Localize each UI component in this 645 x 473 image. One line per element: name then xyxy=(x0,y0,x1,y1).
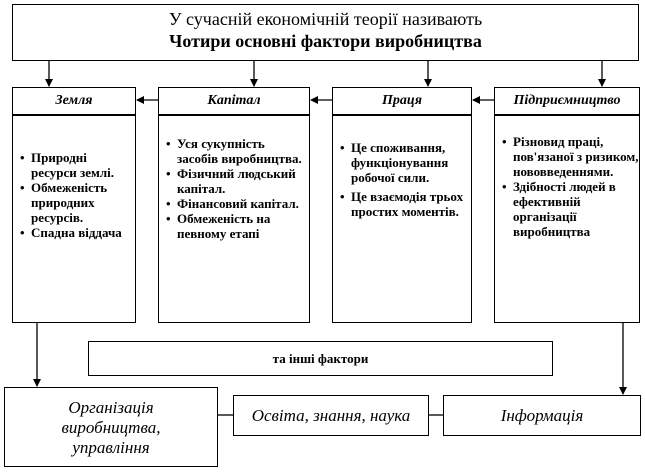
factor-capital-bullets: Уся сукупність засобів виробництва. Фізи… xyxy=(159,136,309,241)
factor-land-heading: Земля xyxy=(12,87,136,115)
entrepreneurship-bullet: Різновид праці, пов'язаної з ризиком, но… xyxy=(499,134,639,179)
factor-land-body: Природні ресурси землі. Обмеженість прир… xyxy=(12,115,136,323)
land-bullet: Спадна віддача xyxy=(17,225,135,240)
factor-entrepreneurship-heading: Підприємництво xyxy=(494,87,640,115)
capital-bullet: Обмеженість на певному етапі xyxy=(163,211,309,241)
factor-land-bullets: Природні ресурси землі. Обмеженість прир… xyxy=(13,150,135,240)
factor-capital-body: Уся сукупність засобів виробництва. Фізи… xyxy=(158,115,310,323)
factor-capital-heading: Капітал xyxy=(158,87,310,115)
title-line-1: У сучасній економічній теорії називають xyxy=(168,9,483,29)
title-line-2: Чотири основні фактори виробництва xyxy=(169,31,482,51)
title-box: У сучасній економічній теорії називають … xyxy=(12,4,639,61)
factor-labor-bullets: Це споживання, функціонування робочої си… xyxy=(333,140,471,219)
factor-labor-heading: Праця xyxy=(332,87,472,115)
education-box: Освіта, знання, наука xyxy=(233,395,429,436)
organization-line-2: виробництва, xyxy=(61,418,161,437)
organization-box: Організація виробництва, управління xyxy=(4,387,218,467)
other-factors-box: та інші фактори xyxy=(88,341,553,376)
organization-line-1: Організація xyxy=(68,398,154,417)
land-bullet: Природні ресурси землі. xyxy=(17,150,135,180)
capital-bullet: Уся сукупність засобів виробництва. xyxy=(163,136,309,166)
factor-labor-body: Це споживання, функціонування робочої си… xyxy=(332,115,472,323)
land-bullet: Обмеженість природних ресурсів. xyxy=(17,180,135,225)
factor-entrepreneurship-bullets: Різновид праці, пов'язаної з ризиком, но… xyxy=(495,134,639,239)
entrepreneurship-bullet: Здібності людей в ефективній організації… xyxy=(499,179,639,239)
factor-entrepreneurship-body: Різновид праці, пов'язаної з ризиком, но… xyxy=(494,115,640,323)
organization-line-3: управління xyxy=(72,438,150,457)
information-box: Інформація xyxy=(443,395,641,436)
labor-bullet: Це взаємодія трьох простих моментів. xyxy=(337,189,471,219)
capital-bullet: Фінансовий капітал. xyxy=(163,196,309,211)
capital-bullet: Фізичний людський капітал. xyxy=(163,166,309,196)
labor-bullet: Це споживання, функціонування робочої си… xyxy=(337,140,471,185)
